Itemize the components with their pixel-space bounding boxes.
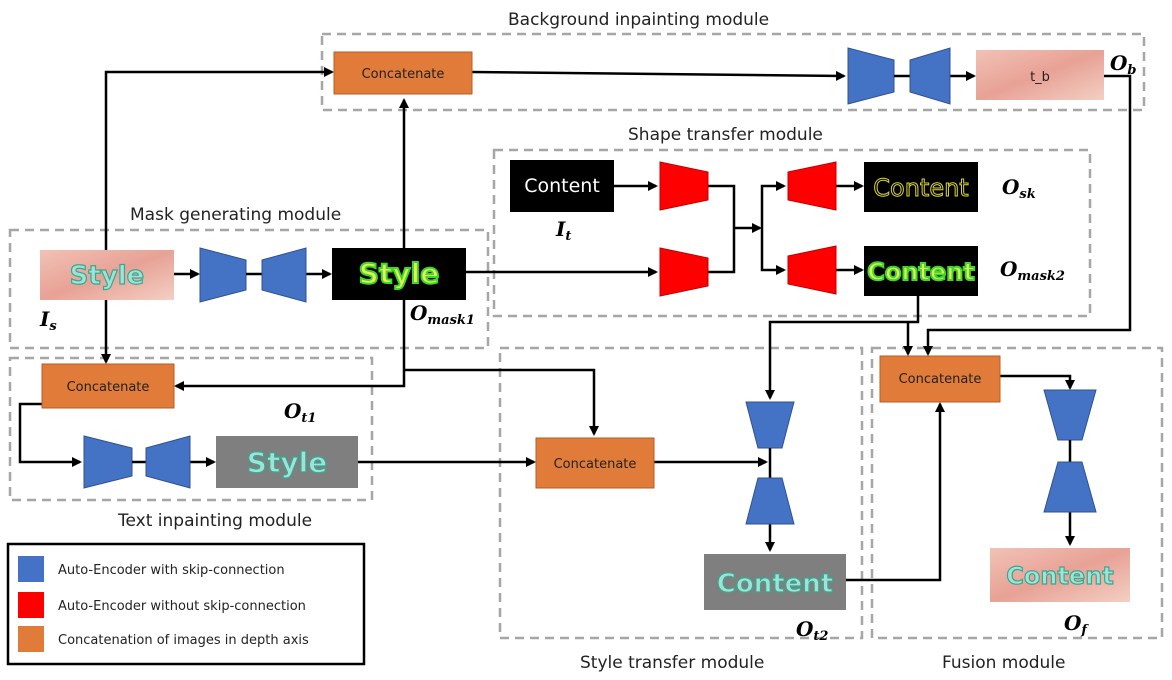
legend-item-concat: Concatenation of images in depth axis	[18, 626, 309, 652]
legend-label: Auto-Encoder with skip-connection	[58, 563, 285, 578]
autoencoder-skip-background	[847, 47, 951, 105]
image-skeleton-output: Content	[864, 162, 978, 212]
image-text: Content	[524, 175, 600, 197]
image-text: Style	[247, 446, 327, 479]
encoder-noskip-mask	[659, 247, 709, 297]
arrow-ot2-to-fusion-concat	[846, 402, 945, 582]
image-text: Content	[867, 258, 975, 286]
module-fusion	[870, 346, 1164, 640]
concat-block-text: Concatenate	[41, 363, 175, 409]
decoder-noskip-mask2	[787, 245, 837, 295]
label-Ot2: Ot2	[796, 617, 828, 644]
title-shape-module: Shape transfer module	[628, 125, 823, 145]
arrow-mask1-to-style-concat	[404, 368, 599, 436]
image-text: Style	[359, 257, 439, 290]
arrow-fusionconcat-to-encoder	[1000, 374, 1075, 390]
label-Omask2: Omask2	[1000, 257, 1065, 284]
image-mask1: Style	[332, 248, 466, 300]
image-text: Content	[1006, 562, 1114, 590]
title-style-module: Style transfer module	[580, 653, 764, 673]
image-input-content: Content	[510, 160, 614, 212]
autoencoder-skip-mask	[199, 247, 307, 303]
legend-swatch-orange	[18, 626, 44, 652]
arrow-split-up	[760, 181, 786, 228]
label-Ot1: Ot1	[284, 399, 316, 426]
label-Omask1: Omask1	[410, 301, 475, 328]
image-input-style: Style	[40, 250, 174, 300]
arrow-red1-join	[708, 184, 736, 274]
title-background-module: Background inpainting module	[508, 10, 769, 30]
image-text: t_b	[1030, 70, 1050, 85]
module-mask-generating	[8, 228, 490, 350]
concat-block-style: Concatenate	[535, 437, 655, 489]
module-text-inpainting	[8, 356, 374, 502]
arrow-is-to-bg-concat	[104, 67, 334, 250]
module-style-transfer	[498, 346, 864, 640]
module-shape-transfer	[492, 148, 1092, 318]
legend-item-encoder-noskip: Auto-Encoder without skip-connection	[18, 592, 306, 618]
arrow-omask2-to-style	[765, 296, 920, 400]
legend: Auto-Encoder with skip-connection Auto-E…	[6, 542, 366, 666]
arrow-textconcat-to-encoder	[18, 402, 82, 467]
title-text-module: Text inpainting module	[117, 511, 312, 531]
image-text: Content	[873, 174, 968, 202]
image-style-transfer-output: Content	[704, 554, 846, 610]
encoder-noskip-content	[659, 161, 709, 211]
title-mask-module: Mask generating module	[130, 205, 341, 225]
label-Ob: Ob	[1110, 51, 1137, 78]
legend-swatch-red	[18, 592, 44, 618]
image-text: Style	[70, 261, 145, 291]
image-text-inpainting-output: Style	[216, 436, 358, 488]
arrow-ob-to-fusion	[923, 74, 1132, 356]
legend-swatch-blue	[18, 556, 44, 582]
legend-label: Concatenation of images in depth axis	[58, 633, 309, 648]
label-Is: Is	[39, 307, 57, 334]
arrow-split-down	[760, 228, 786, 275]
arrow-mask1-to-text-concat	[174, 300, 406, 391]
title-fusion-module: Fusion module	[942, 653, 1066, 673]
autoencoder-skip-text	[83, 435, 191, 489]
concat-block-fusion: Concatenate	[879, 355, 1001, 403]
concat-label: Concatenate	[67, 380, 150, 395]
legend-label: Auto-Encoder without skip-connection	[58, 599, 306, 614]
autoencoder-skip-fusion	[1043, 389, 1097, 513]
image-text: Content	[717, 569, 833, 599]
autoencoder-skip-style	[745, 401, 795, 525]
concat-block-background: Concatenate	[333, 51, 473, 95]
label-Osk: Osk	[1002, 175, 1036, 202]
image-background-output: t_b	[976, 50, 1104, 100]
concat-label: Concatenate	[899, 372, 982, 387]
legend-item-encoder-skip: Auto-Encoder with skip-connection	[18, 556, 285, 582]
arrow-bgconcat-to-encoder	[471, 70, 846, 81]
image-mask2-output: Content	[864, 246, 978, 296]
image-fusion-output: Content	[990, 548, 1130, 602]
concat-label: Concatenate	[554, 457, 637, 472]
label-Of: Of	[1064, 611, 1089, 638]
decoder-noskip-sk	[787, 161, 837, 211]
label-It: It	[555, 217, 571, 244]
concat-label: Concatenate	[362, 67, 445, 82]
